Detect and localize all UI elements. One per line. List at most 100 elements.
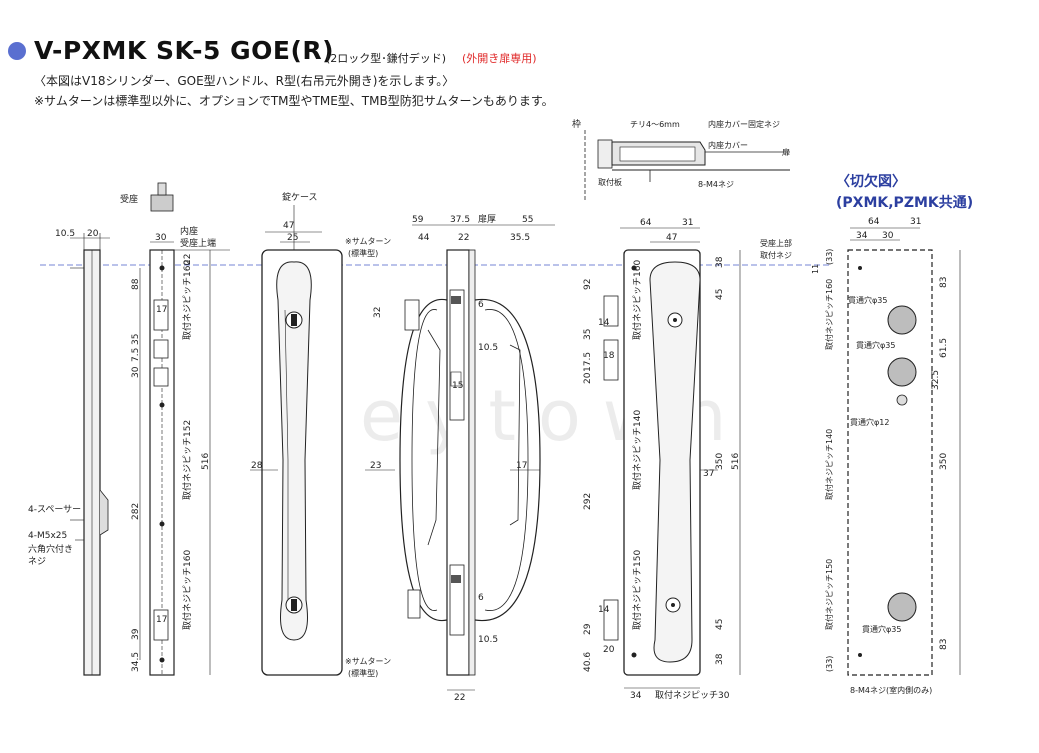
dim-31a: 31 <box>682 218 693 228</box>
dim-20: 20 <box>87 229 99 239</box>
label-mount-plate: 取付板 <box>598 177 622 187</box>
subtitle-red: (外開き扉専用) <box>462 52 537 65</box>
dim-28: 28 <box>251 461 263 471</box>
dim-350a: 350 <box>715 453 725 470</box>
dim-15: 15 <box>452 381 463 391</box>
label-through35-c: 貫通穴φ35 <box>862 624 901 634</box>
dim-6b: 6 <box>478 593 484 603</box>
label-door-thick: 扉厚 <box>478 213 496 225</box>
dim-47: 47 <box>283 221 294 231</box>
label-thumbturn-std-top: (標準型) <box>348 248 378 258</box>
dim-33a: (33) <box>825 249 834 265</box>
dim-516-b: 516 <box>731 453 741 470</box>
label-thumbturn-std-bottom: (標準型) <box>348 668 378 678</box>
label-m4-inner: 8-M4ネジ(室内側のみ) <box>850 685 932 695</box>
dim-39: 39 <box>131 628 141 640</box>
label-lockcase: 錠ケース <box>282 191 318 203</box>
dim-64b: 64 <box>868 217 880 227</box>
pitch-160-c: 取付ネジピッチ160 <box>632 260 643 340</box>
dim-37: 37 <box>703 469 714 479</box>
dim-83a: 83 <box>939 277 949 288</box>
lockcase-side-view: 59 37.5 扉厚 55 44 22 35.5 ※サムターン (標準型) 32… <box>345 213 555 703</box>
dim-14a: 14 <box>598 318 610 328</box>
label-cover-screw: 内座カバー固定ネジ <box>708 119 780 129</box>
label-m5: 4-M5x25 <box>28 531 67 541</box>
page-title: V-PXMK SK-5 GOE(R) <box>34 36 335 65</box>
label-inner-cover: 内座カバー <box>708 140 748 150</box>
dim-34b: 34 <box>856 231 868 241</box>
dim-7-5: 7.5 <box>131 348 141 362</box>
dim-32-5: 32.5 <box>931 370 941 390</box>
label-m4-top: 8-M4ネジ <box>698 180 734 189</box>
dim-33b: (33) <box>825 656 834 672</box>
pitch-160-a: 取付ネジピッチ160 <box>182 260 193 340</box>
label-thumbturn-bottom: ※サムターン <box>345 657 391 666</box>
dim-30: 30 <box>131 366 141 378</box>
dim-17b: 17 <box>156 615 167 625</box>
dim-10-5c: 10.5 <box>478 635 498 645</box>
dim-35b: 35 <box>583 329 593 340</box>
cutout-title-1: 〈切欠図〉 <box>836 173 906 190</box>
dim-22c: 22 <box>454 693 465 703</box>
subtitle: (2ロック型･鎌付デッド) <box>326 52 447 65</box>
dim-18: 18 <box>603 351 615 361</box>
pitch-150-a: 取付ネジピッチ150 <box>632 550 643 630</box>
inner-seat-front-view: 64 31 47 92 35 14 18 17.5 20 292 14 29 4… <box>583 218 741 701</box>
dim-350b: 350 <box>939 453 949 470</box>
dim-30b: 30 <box>882 231 894 241</box>
dim-40-6: 40.6 <box>583 652 593 672</box>
dim-282: 282 <box>131 503 141 520</box>
dim-83b: 83 <box>939 639 949 650</box>
pitch-140-b: 取付ネジピッチ140 <box>824 429 834 500</box>
dim-20b: 20 <box>583 372 593 384</box>
note-line-1: 〈本図はV18シリンダー、GOE型ハンドル、R型(右吊元外開き)を示します。〉 <box>34 74 455 88</box>
label-frame: 枠 <box>572 118 581 130</box>
label-thumbturn-top: ※サムターン <box>345 237 391 246</box>
note-line-2: ※サムターンは標準型以外に、オプションでTM型やTME型、TMB型防犯サムターン… <box>34 94 554 108</box>
dim-6a: 6 <box>478 300 484 310</box>
label-strike-top: 受座上端 <box>180 237 216 249</box>
dim-47b: 47 <box>666 233 677 243</box>
label-strike: 受座 <box>120 193 138 205</box>
dim-23: 23 <box>370 461 381 471</box>
label-mount-screw: 取付ネジ <box>760 250 792 260</box>
label-hex2: ネジ <box>28 556 46 567</box>
dim-34-5: 34.5 <box>131 652 141 672</box>
label-spacer: 4-スペーサー <box>28 504 81 515</box>
lockcase-front-view: 錠ケース 47 25 28 <box>250 191 343 676</box>
pitch-160-d: 取付ネジピッチ160 <box>824 279 834 350</box>
dim-516-a: 516 <box>201 453 211 470</box>
dim-30-top: 30 <box>155 233 167 243</box>
dim-31b: 31 <box>910 217 921 227</box>
dim-17-5: 17.5 <box>583 352 593 372</box>
dim-17c: 17 <box>516 461 527 471</box>
dim-64a: 64 <box>640 218 652 228</box>
strike-front-view: 受座 88 35 7.5 30 282 39 34.5 17 17 30 内座 … <box>120 182 230 676</box>
dim-17: 17 <box>156 305 167 315</box>
dim-59: 59 <box>412 215 424 225</box>
label-through35-b: 貫通穴φ35 <box>856 340 895 350</box>
dim-11: 11 <box>811 264 820 274</box>
header: V-PXMK SK-5 GOE(R) (2ロック型･鎌付デッド) (外開き扉専用… <box>0 0 1039 110</box>
label-pitch-30: 取付ネジピッチ30 <box>655 690 730 701</box>
dim-32: 32 <box>373 307 383 318</box>
dim-34a: 34 <box>630 691 642 701</box>
dim-45a: 45 <box>715 289 725 300</box>
cutout-diagram: 〈切欠図〉 (PXMK,PZMK共通) 受座上部 取付ネジ 64 31 34 3… <box>760 173 973 695</box>
dim-38b: 38 <box>715 653 725 665</box>
dim-10-5: 10.5 <box>55 229 75 239</box>
dim-25: 25 <box>287 233 298 243</box>
dim-45b: 45 <box>715 619 725 630</box>
dim-10-5b: 10.5 <box>478 343 498 353</box>
label-through35-a: 貫通穴φ35 <box>848 295 887 305</box>
bullet-icon <box>8 42 26 60</box>
label-strike-top-part: 受座上部 <box>760 238 792 248</box>
dim-37-5: 37.5 <box>450 215 470 225</box>
pitch-152: 取付ネジピッチ152 <box>182 420 193 500</box>
inner-cover-detail: 枠 チリ4～6mm 内座カバー固定ネジ 内座カバー 扉 取付板 8-M4ネジ <box>572 118 790 200</box>
dim-92: 92 <box>583 279 593 290</box>
dim-55: 55 <box>522 215 533 225</box>
dim-44: 44 <box>418 233 430 243</box>
dim-35-5: 35.5 <box>510 233 530 243</box>
